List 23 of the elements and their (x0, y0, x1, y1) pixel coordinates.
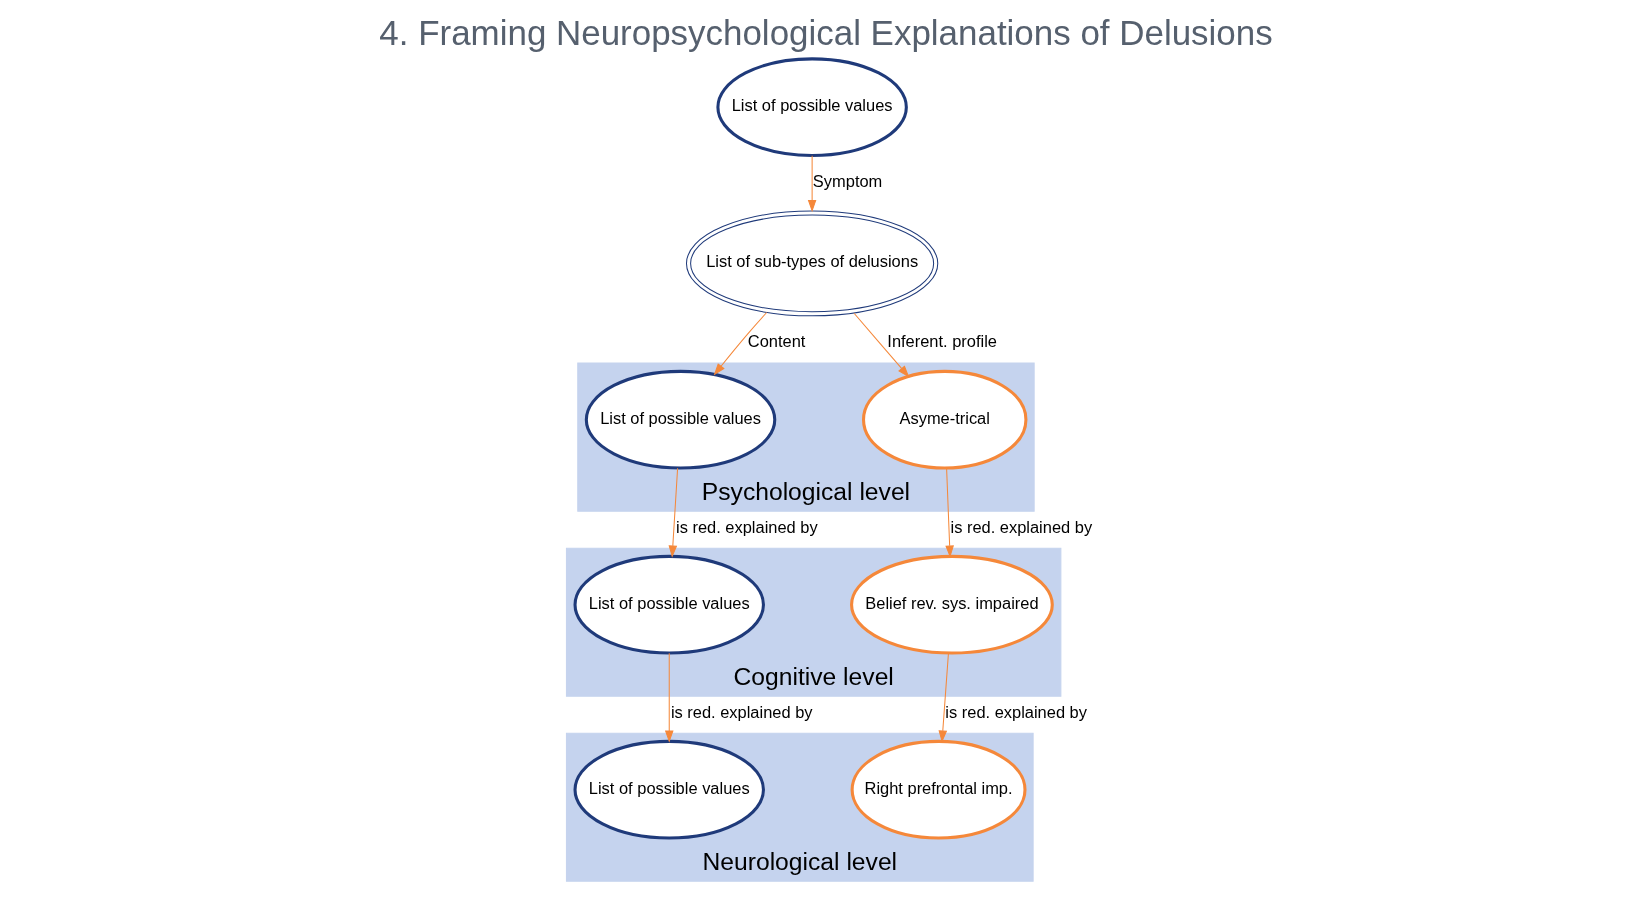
node-ellipse: List of possible values (584, 369, 777, 470)
edge-label: is red. explained by (670, 702, 813, 721)
arrow (853, 312, 910, 378)
edge-label: Content (747, 332, 806, 351)
node-ellipse: List of sub-types of delusions (685, 210, 939, 317)
arrow (807, 155, 817, 213)
node-ellipse: List of possible values (573, 554, 765, 655)
edge-label: Inferent. profile (887, 332, 997, 351)
node-ellipse: Right prefrontal imp. (850, 739, 1027, 840)
diagram-title: 4. Framing Neuropsychological Explanations of Delusions (379, 12, 1273, 52)
edge-label: is red. explained by (676, 517, 818, 536)
edge-label: is red. explained by (950, 517, 1093, 536)
arrow (668, 467, 679, 558)
node-ellipse: Belief rev. sys. impaired (850, 554, 1054, 655)
arrow (713, 312, 768, 376)
arrow (945, 467, 954, 558)
node-ellipse: List of possible values (716, 57, 908, 157)
node-ellipse: Asyme-trical (862, 369, 1028, 470)
edge-label: Symptom (812, 172, 883, 191)
arrow (664, 652, 674, 743)
node-ellipse: List of possible values (573, 739, 765, 840)
edge-label: is red. explained by (945, 702, 1087, 721)
arrow (938, 652, 949, 743)
